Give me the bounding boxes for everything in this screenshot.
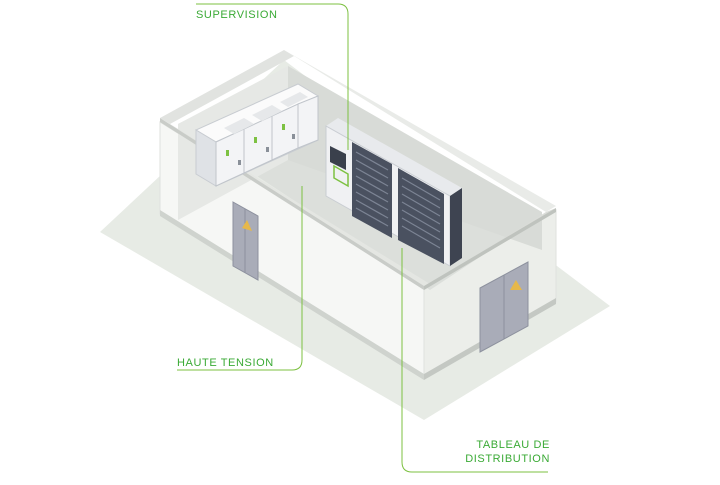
back-right-inner-wall (288, 66, 542, 250)
right-double-door (479, 261, 529, 353)
hv-cabinets (194, 83, 320, 187)
supervision-leader (196, 3, 349, 150)
wall-base (160, 210, 424, 380)
warning-triangle-icon (242, 220, 252, 231)
warning-triangle-icon (510, 280, 522, 290)
callout-supervision: SUPERVISION (196, 9, 278, 21)
haute-tension-leader (177, 186, 303, 371)
callout-haute-tension: HAUTE TENSION (177, 357, 274, 369)
left-door (232, 201, 259, 281)
distribution-racks (325, 118, 462, 267)
wall-inner-top-right (424, 208, 556, 290)
callout-lines (177, 3, 548, 473)
tableau-leader (401, 248, 548, 473)
wall-rim-right-back (284, 50, 556, 212)
callout-tableau-line2: DISTRIBUTION (465, 453, 550, 465)
callout-tableau-line1: TABLEAU DE (476, 439, 550, 451)
supervision-screen (330, 146, 346, 170)
callout-tableau-distribution: TABLEAU DE DISTRIBUTION (465, 438, 550, 466)
wall-rim-left-back (160, 50, 294, 124)
